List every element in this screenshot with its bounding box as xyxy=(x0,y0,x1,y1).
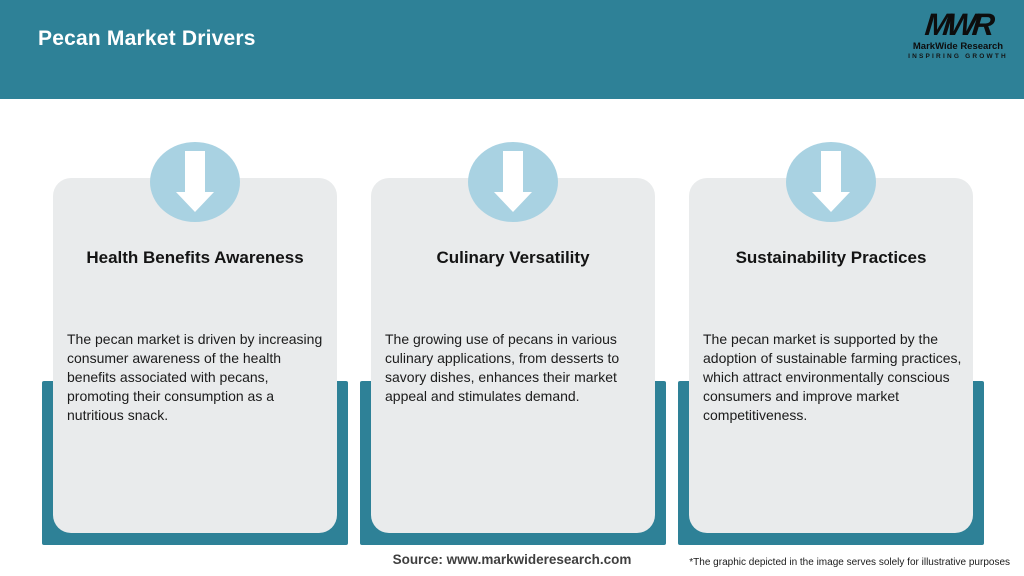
down-arrow-icon xyxy=(786,142,876,222)
source-text: Source: www.markwideresearch.com xyxy=(392,552,632,567)
card-body: The pecan market is supported by the ado… xyxy=(703,331,962,423)
card-title: Culinary Versatility xyxy=(436,248,590,267)
card-body: The pecan market is driven by increasing… xyxy=(67,331,323,423)
driver-card-sustainability-practices: Sustainability Practices The pecan marke… xyxy=(678,140,984,550)
mwr-logo-icon: MWR xyxy=(923,7,993,42)
down-arrow-icon xyxy=(150,142,240,222)
card-title: Sustainability Practices xyxy=(735,248,927,267)
card: Culinary Versatility The growing use of … xyxy=(371,178,655,533)
down-arrow-icon xyxy=(468,142,558,222)
card: Health Benefits Awareness The pecan mark… xyxy=(53,178,337,533)
header-bar: Pecan Market Drivers MWR MarkWide Resear… xyxy=(0,0,1024,99)
card-title: Health Benefits Awareness xyxy=(86,248,304,267)
card-body: The growing use of pecans in various cul… xyxy=(385,331,620,404)
driver-card-health-benefits: Health Benefits Awareness The pecan mark… xyxy=(42,140,348,550)
logo-company-name: MarkWide Research xyxy=(912,41,1004,52)
markwide-logo: MWR MarkWide Research INSPIRING GROWTH xyxy=(908,7,1008,60)
page-title: Pecan Market Drivers xyxy=(38,27,256,50)
disclaimer-note: *The graphic depicted in the image serve… xyxy=(689,557,1010,568)
logo-tagline: INSPIRING GROWTH xyxy=(908,52,1008,60)
card: Sustainability Practices The pecan marke… xyxy=(689,178,973,533)
driver-card-culinary-versatility: Culinary Versatility The growing use of … xyxy=(360,140,666,550)
